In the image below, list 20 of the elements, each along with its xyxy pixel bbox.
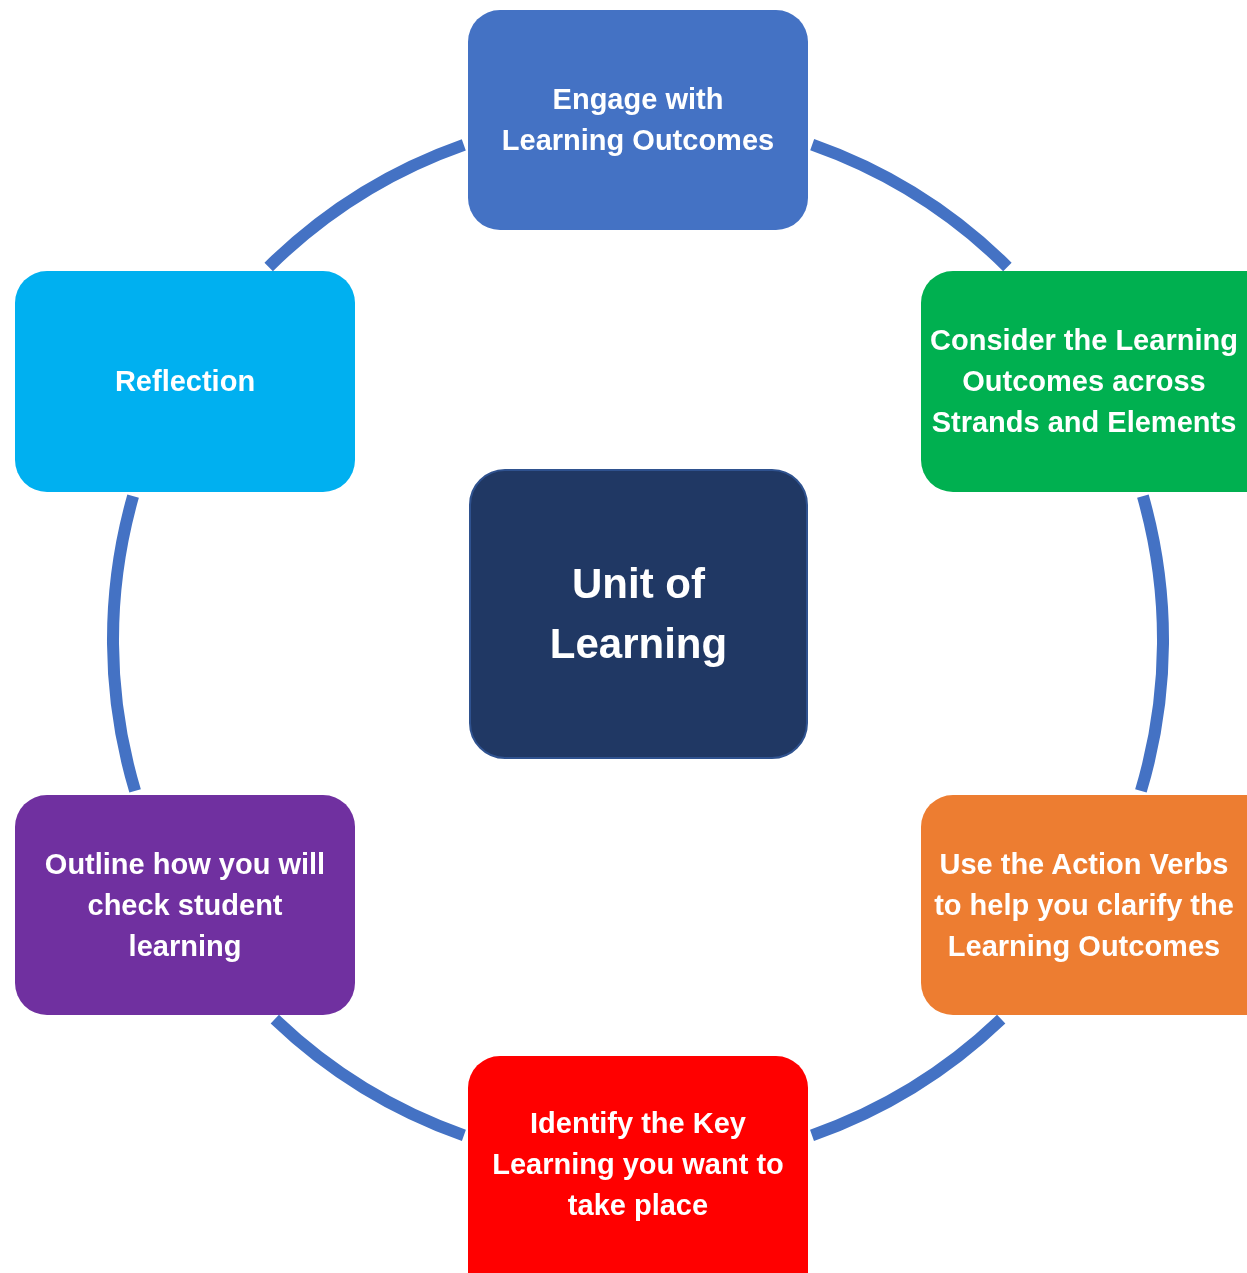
process-box [921, 271, 1247, 492]
connector-arc [1135, 494, 1169, 793]
center-box [469, 469, 808, 759]
process-box [15, 271, 355, 492]
connector-arc [809, 139, 1012, 272]
box-label: Identify the Key Learning you want to take place [491, 1106, 785, 1223]
connector-arc [270, 1014, 467, 1141]
box-label: Consider the Learning Outcomes across Strands and Elements [929, 323, 1239, 440]
box-label: Use the Action Verbs to help you clarify the Learning Outcomes [933, 846, 1235, 964]
process-box [15, 795, 355, 1015]
box-label: Engage with Learning Outcomes [500, 82, 776, 158]
box-label: Outline how you will check student learning [43, 846, 327, 964]
box-label: Reflection [114, 364, 256, 399]
connector-arc [107, 494, 141, 793]
process-box [468, 10, 808, 230]
connector-arc [264, 139, 467, 272]
process-box [921, 795, 1247, 1015]
process-box [468, 1056, 808, 1273]
connector-arc [809, 1014, 1006, 1141]
box-label: Unit of Learning [548, 559, 729, 669]
